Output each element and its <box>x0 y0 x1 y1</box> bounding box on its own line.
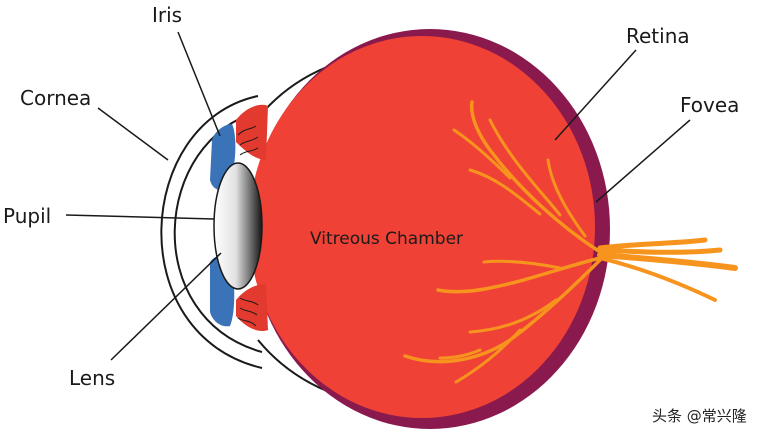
label-lens: Lens <box>69 366 115 390</box>
label-pupil: Pupil <box>3 204 51 228</box>
zonule-fibers <box>237 125 259 327</box>
leader-lines <box>65 31 691 361</box>
optic-nerve <box>403 100 738 384</box>
ciliary-body-bottom <box>236 284 268 332</box>
label-vitreous-chamber: Vitreous Chamber <box>310 229 463 249</box>
vitreous-chamber <box>249 36 595 418</box>
label-fovea: Fovea <box>680 93 739 117</box>
label-iris: Iris <box>152 3 182 27</box>
ciliary-body-top <box>236 104 268 160</box>
lens <box>213 162 263 290</box>
watermark: 头条 @常兴隆 <box>652 407 747 425</box>
label-retina: Retina <box>626 24 690 48</box>
label-cornea: Cornea <box>20 86 91 110</box>
cornea-outer <box>160 95 263 369</box>
